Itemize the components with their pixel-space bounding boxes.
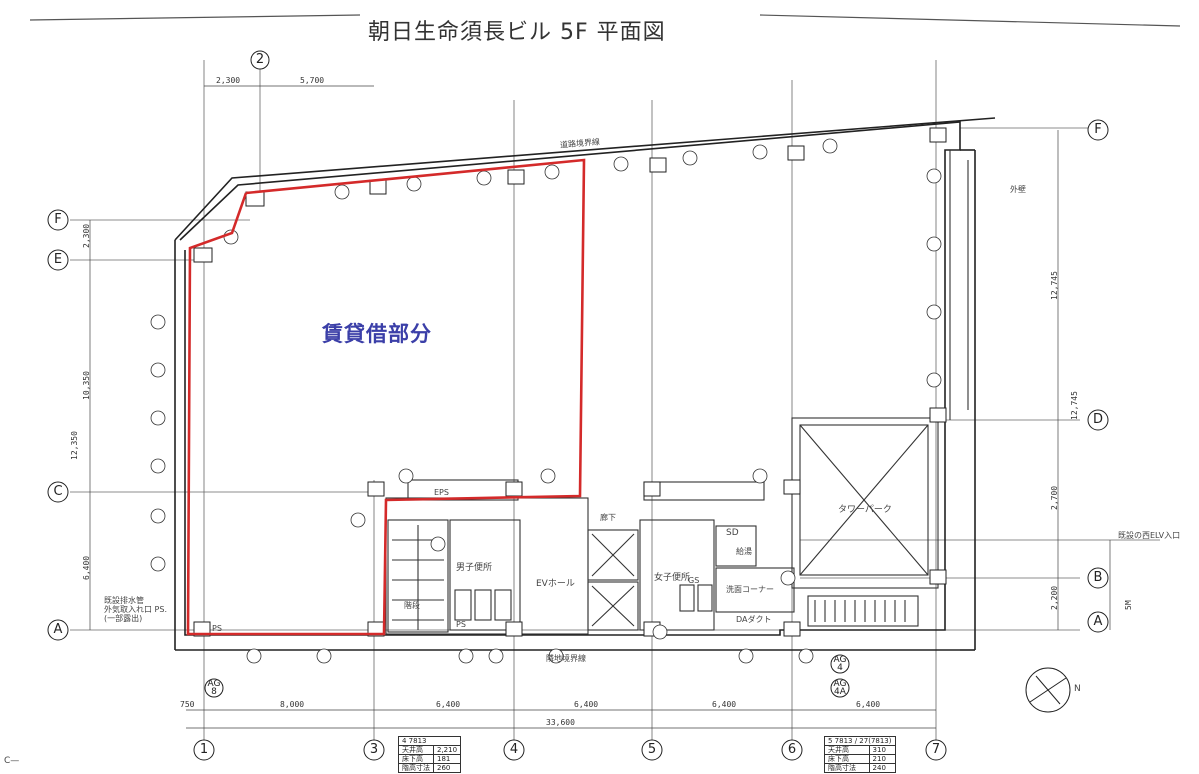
left-note-label: 既設排水管 外気取入れ口 PS. (一部露出)	[104, 596, 167, 623]
legend-right-r1-k: 天井高	[824, 745, 870, 755]
axis-row-a: A	[53, 622, 63, 637]
da-duct-label: DAダクト	[736, 615, 772, 624]
north-arrow-icon	[1025, 667, 1071, 713]
grid-bubbles	[47, 50, 1109, 761]
dim-top-1: 2,300	[216, 76, 241, 85]
axis-row-c: C	[53, 484, 63, 499]
dim-right-4: 2,200	[1050, 585, 1059, 610]
dim-bottom-3: 6,400	[574, 700, 599, 709]
legend-left-r3-v: 260	[432, 763, 462, 773]
gs-label: GS	[688, 576, 700, 585]
ag-tag-4a: AG 4A	[833, 679, 847, 697]
axis-row-f: F	[54, 212, 62, 227]
dim-bottom-total: 33,600	[546, 718, 575, 727]
legend-right-r1-v: 310	[868, 745, 896, 755]
ps-label: PS	[456, 620, 466, 629]
axis-row-f-right: F	[1094, 122, 1102, 137]
columns	[193, 127, 947, 637]
dim-left-3: 12,350	[70, 431, 79, 460]
mens-toilet-label: 男子便所	[456, 563, 493, 573]
ag-tag-4: AG 4	[833, 655, 847, 673]
dim-right-3: 2,700	[1050, 485, 1059, 510]
legend-right-r3-k: 階高寸法	[824, 763, 870, 773]
row-grid	[70, 127, 1160, 631]
dim-left-4: 6,400	[82, 555, 91, 580]
bottom-boundary-label: 隣地境界線	[546, 654, 586, 663]
ps-label-2: PS	[212, 624, 222, 633]
building-outline	[174, 117, 996, 651]
outer-wall-label: 外壁	[1010, 185, 1026, 194]
womens-toilet-label: 女子便所	[654, 573, 691, 583]
elevator-hall-label: EVホール	[536, 579, 575, 589]
legend-left-r2-k: 床下高	[398, 754, 434, 764]
axis-col-3: 3	[369, 742, 379, 757]
dim-right-5: 5M	[1124, 600, 1133, 610]
axis-col-6: 6	[787, 742, 797, 757]
axis-col-5: 5	[647, 742, 657, 757]
axis-col-2: 2	[255, 52, 265, 67]
legend-left-r1-v: 2,210	[432, 745, 462, 755]
eps-label: EPS	[434, 488, 449, 497]
legend-right-title: 5 7813 / 27(7813)	[824, 736, 896, 746]
legend-left-title: 4 7813	[397, 736, 462, 746]
dim-right-2: 12,745	[1070, 391, 1079, 420]
stair-label: 階段	[404, 601, 420, 610]
kyuto-label: 給湯	[736, 547, 752, 556]
sd-label: SD	[726, 528, 739, 538]
dim-top-2: 5,700	[300, 76, 325, 85]
dim-left-1: 2,300	[82, 223, 91, 248]
dim-bottom-4: 6,400	[712, 700, 737, 709]
stamp-label: C—	[4, 756, 20, 766]
tenant-area-label: 賃貸借部分	[322, 321, 432, 346]
right-note-label: 既設の西ELV入口	[1118, 531, 1181, 540]
legend-right-r3-v: 240	[868, 763, 896, 773]
dim-bottom-2: 6,400	[436, 700, 461, 709]
legend-left-r3-k: 階高寸法	[398, 763, 434, 773]
axis-row-e: E	[53, 252, 63, 267]
header-rule-right	[759, 14, 1181, 27]
axis-col-1: 1	[199, 742, 209, 757]
tenant-area-outline	[186, 158, 586, 636]
legend-left-r2-v: 181	[432, 754, 462, 764]
header-rule-left	[29, 14, 361, 21]
dim-left-2: 10,350	[82, 371, 91, 400]
axis-col-4: 4	[509, 742, 519, 757]
ag-tag-8: AG 8	[207, 679, 221, 697]
dim-bottom-1: 8,000	[280, 700, 305, 709]
corridor-label: 廊下	[600, 513, 616, 522]
page-title: 朝日生命須長ビル 5F 平面図	[368, 20, 666, 45]
legend-right-r2-v: 210	[868, 754, 896, 764]
dim-bottom-5: 6,400	[856, 700, 881, 709]
shower-label: 洗面コーナー	[726, 585, 774, 594]
north-label: N	[1074, 684, 1081, 694]
axis-row-b-right: B	[1093, 570, 1103, 585]
axis-row-d-right: D	[1092, 412, 1103, 427]
window-markers	[150, 138, 942, 664]
legend-left-r1-k: 天井高	[398, 745, 434, 755]
legend-right-r2-k: 床下高	[824, 754, 870, 764]
dim-right-1: 12,745	[1050, 271, 1059, 300]
dim-bottom-edge: 750	[180, 700, 195, 709]
dimension-lines	[89, 85, 1111, 729]
tower-park-label: タワーパーク	[838, 505, 892, 515]
axis-col-7: 7	[931, 742, 941, 757]
axis-row-a-right: A	[1093, 614, 1103, 629]
